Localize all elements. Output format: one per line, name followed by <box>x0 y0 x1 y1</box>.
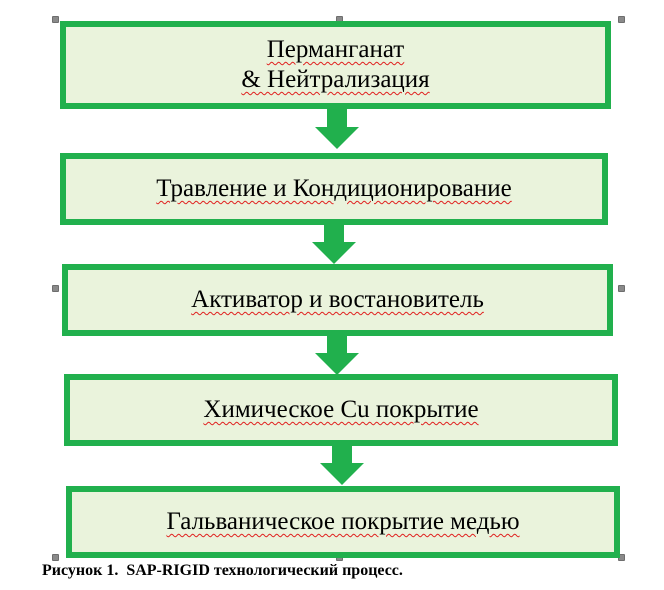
process-step-2[interactable]: Травление и Кондиционирование <box>60 153 608 225</box>
process-step-2-label: Травление и Кондиционирование <box>156 175 512 202</box>
selection-handle-top-left[interactable] <box>52 16 59 23</box>
selection-handle-top-right[interactable] <box>618 16 625 23</box>
down-arrow-1 <box>313 109 361 149</box>
selection-handle-middle-left[interactable] <box>52 285 59 292</box>
down-arrow-icon <box>320 445 364 485</box>
process-step-4-label: Химическое Cu покрытие <box>203 396 479 423</box>
process-step-1-label: Перманганат & Нейтрализация <box>241 36 430 93</box>
figure-caption: Рисунок 1. SAP-RIGID технологический про… <box>42 562 403 579</box>
selection-handle-bottom-left[interactable] <box>52 554 59 561</box>
process-step-3-label: Активатор и востановитель <box>191 286 484 313</box>
down-arrow-3 <box>313 335 361 375</box>
selection-handle-middle-right[interactable] <box>618 285 625 292</box>
process-step-5[interactable]: Гальваническое покрытие медью <box>66 486 620 558</box>
down-arrow-icon <box>315 335 359 375</box>
down-arrow-4 <box>318 445 366 485</box>
down-arrow-icon <box>312 224 356 264</box>
process-step-1[interactable]: Перманганат & Нейтрализация <box>60 21 611 109</box>
process-step-4[interactable]: Химическое Cu покрытие <box>64 374 618 446</box>
process-step-5-label: Гальваническое покрытие медью <box>166 508 520 535</box>
down-arrow-icon <box>315 109 359 149</box>
process-step-3[interactable]: Активатор и востановитель <box>62 264 613 336</box>
down-arrow-2 <box>310 224 358 264</box>
